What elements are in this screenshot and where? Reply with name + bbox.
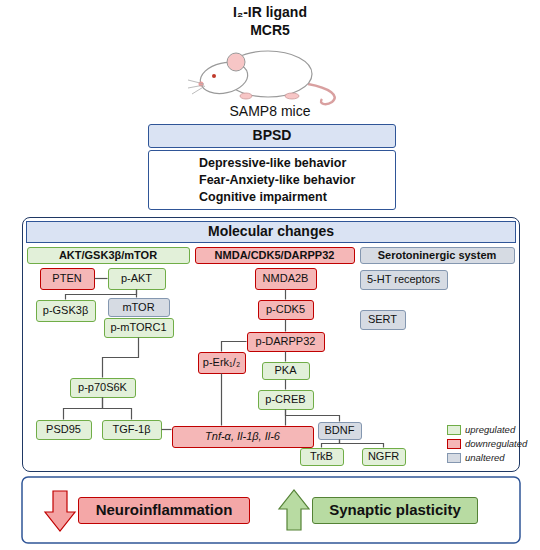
protein-box: NGFR — [362, 448, 406, 466]
node-text: SERT — [368, 313, 397, 325]
compound-label: I₂-IR ligand — [150, 4, 390, 20]
mouse-foot — [285, 93, 299, 99]
node-text: AKT/GSK3β/mTOR — [59, 249, 157, 261]
increase-arrow — [279, 490, 309, 530]
protein-box: p-GSK3β — [36, 300, 96, 322]
mouse-ear — [227, 53, 245, 71]
pathway-connector — [95, 278, 108, 279]
pathway-connector — [103, 338, 139, 378]
pathway-header: AKT/GSK3β/mTOR — [27, 247, 190, 264]
protein-box: 5-HT receptors — [360, 270, 448, 290]
node-text: Fear-Anxiety-like behavior — [199, 172, 355, 189]
protein-box: SERT — [360, 310, 406, 330]
node-text: PSD95 — [46, 423, 81, 435]
legend-swatch — [447, 425, 461, 435]
node-text: p-DARPP32 — [256, 335, 316, 347]
pathway-connector — [285, 352, 286, 362]
node-text: Serotoninergic system — [378, 249, 497, 261]
node-text: PTEN — [52, 272, 81, 284]
node-text: BDNF — [325, 424, 355, 436]
compound-label: MCR5 — [150, 22, 390, 38]
panel-box: Molecular changesAKT/GSK3β/mTOR NMDA/CDK5… — [22, 217, 520, 472]
node-text: PKA — [274, 364, 296, 376]
pathway-connector — [103, 398, 132, 420]
protein-box: BDNF — [318, 422, 362, 440]
pathway-connector — [64, 398, 103, 420]
pathway-connector — [285, 410, 286, 426]
legend-item: unaltered — [447, 452, 505, 463]
mouse-eye — [212, 74, 216, 78]
protein-box: PKA — [262, 362, 310, 380]
protein-box: TGF-1β — [102, 420, 162, 440]
pathway-header: Serotoninergic system — [360, 247, 515, 264]
protein-box: p-Erk₁/₂ — [198, 352, 246, 374]
legend-swatch — [447, 439, 461, 449]
protein-box: PSD95 — [36, 420, 92, 440]
pathway-connector — [285, 380, 286, 390]
effects-box: Depressive-like behaviorFear-Anxiety-lik… — [148, 150, 396, 210]
node-text: p-mTORC1 — [110, 321, 166, 333]
node-text: p-GSK3β — [43, 304, 88, 316]
legend-swatch — [447, 453, 461, 463]
pathway-connector — [285, 320, 286, 332]
pathway-connector — [136, 290, 137, 298]
protein-box: mTOR — [108, 298, 170, 317]
pathway-connector — [285, 290, 286, 300]
legend-text: downregulated — [465, 438, 527, 449]
node-text: Depressive-like behavior — [199, 155, 346, 172]
node-text: 5-HT receptors — [367, 273, 440, 285]
pathway-connector — [162, 429, 172, 430]
pathway-connector — [286, 410, 340, 422]
outcome-box: Neuroinflammation — [78, 497, 250, 524]
outcome-box: Synaptic plasticity — [312, 497, 478, 524]
node-text: NMDA/CDK5/DARPP32 — [215, 249, 335, 261]
protein-box: NMDA2B — [255, 268, 317, 290]
mouse-whiskers — [188, 80, 205, 94]
model-label: SAMP8 mice — [150, 103, 390, 119]
protein-box: p-mTORC1 — [104, 318, 174, 338]
node-text: NMDA2B — [263, 272, 309, 284]
pathway-header: NMDA/CDK5/DARPP32 — [195, 247, 355, 264]
outcome-frame — [22, 477, 520, 543]
protein-box: p-p70S6K — [70, 378, 136, 398]
mouse-tail — [308, 84, 335, 104]
protein-box: p-DARPP32 — [247, 332, 325, 352]
node-text: BPSD — [253, 128, 292, 143]
protein-box: TrkB — [300, 448, 344, 466]
legend-item: downregulated — [447, 438, 527, 449]
protein-box: p-CREB — [258, 390, 314, 410]
mouse-illustration — [188, 51, 335, 104]
pathway-connector — [66, 290, 137, 300]
node-text: p-AKT — [121, 272, 152, 284]
pathway-connector — [340, 440, 384, 448]
panel-heading: Molecular changes — [26, 221, 516, 243]
node-text: Synaptic plasticity — [329, 502, 461, 519]
legend-item: upregulated — [447, 424, 515, 435]
node-text: p-CDK5 — [266, 303, 305, 315]
pathway-connector — [322, 440, 340, 448]
protein-box: p-CDK5 — [258, 300, 314, 320]
node-text: Tnf-α, Il-1β, Il-6 — [205, 430, 280, 442]
node-text: mTOR — [122, 301, 154, 313]
protein-box: p-AKT — [108, 268, 166, 290]
cytokine-box: Tnf-α, Il-1β, Il-6 — [172, 426, 314, 448]
node-text: p-CREB — [265, 393, 305, 405]
protein-box: PTEN — [40, 268, 95, 290]
node-text: p-Erk₁/₂ — [203, 356, 240, 368]
heading-band: BPSD — [148, 124, 396, 148]
legend-text: upregulated — [465, 424, 515, 435]
mouse-foot — [240, 93, 252, 99]
node-text: NGFR — [368, 450, 399, 462]
decrease-arrow — [45, 491, 75, 531]
node-text: Cognitive impairment — [199, 189, 327, 206]
legend-text: unaltered — [465, 452, 505, 463]
node-text: Neuroinflammation — [96, 502, 233, 519]
node-text: TrkB — [310, 450, 333, 462]
pathway-connector — [222, 342, 247, 352]
pathway-connector — [221, 374, 222, 426]
node-text: TGF-1β — [112, 423, 150, 435]
node-text: p-p70S6K — [78, 381, 127, 393]
